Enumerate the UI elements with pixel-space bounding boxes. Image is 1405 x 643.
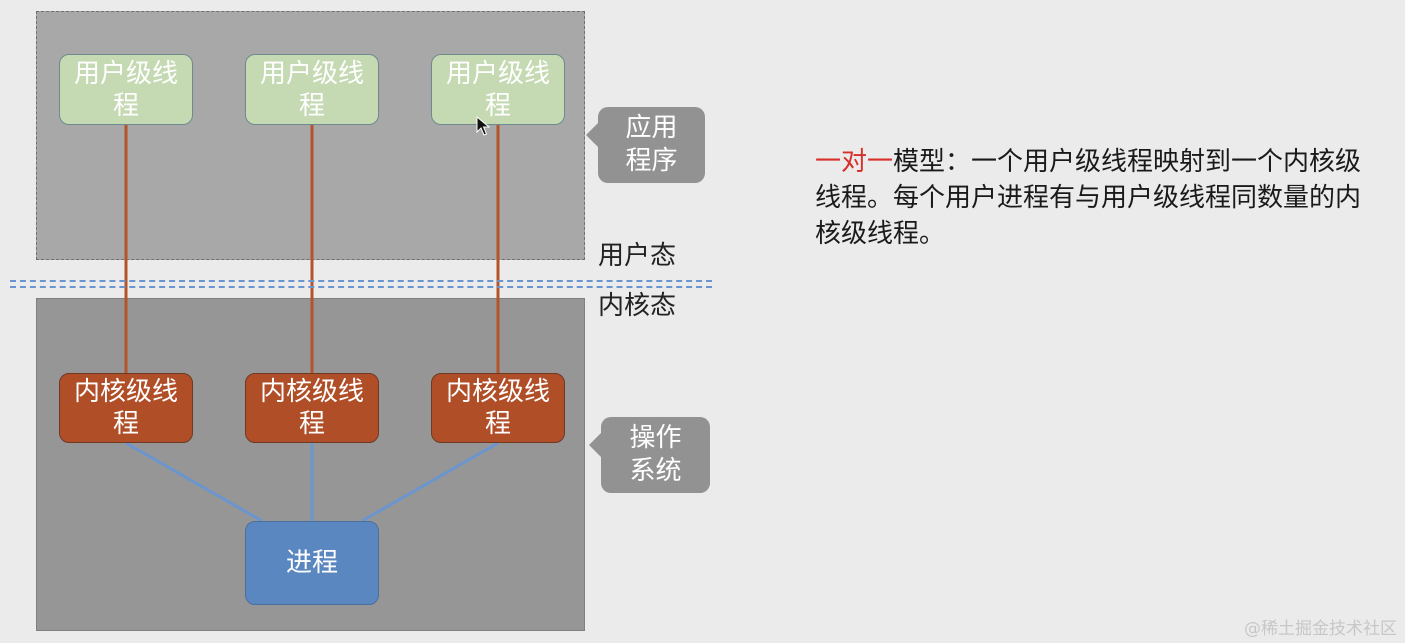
process-box: 进程 [245,521,379,605]
model-name-highlight: 一对一 [815,147,894,177]
mouse-pointer-icon [476,116,490,136]
user-kernel-divider [10,280,712,288]
kernel-thread-1: 内核级线程 [59,373,193,443]
callout-operating-system: 操作系统 [589,417,710,493]
model-description: 一对一模型：一个用户级线程映射到一个内核级线程。每个用户进程有与用户级线程同数量… [815,144,1385,252]
link-kernel-process-3 [361,441,499,523]
user-thread-3: 用户级线程 [431,54,565,125]
callout-application: 应用程序 [586,107,705,183]
link-kernel-process-1 [125,441,263,523]
user-thread-1: 用户级线程 [59,54,193,125]
kernel-mode-label: 内核态 [598,291,677,321]
watermark: @稀土掘金技术社区 [1244,619,1397,639]
kernel-thread-2: 内核级线程 [245,373,379,443]
model-description-text: 模型：一个用户级线程映射到一个内核级线程。每个用户进程有与用户级线程同数量的内核… [815,147,1362,249]
user-mode-label: 用户态 [598,241,677,271]
user-thread-2: 用户级线程 [245,54,379,125]
kernel-thread-3: 内核级线程 [431,373,565,443]
